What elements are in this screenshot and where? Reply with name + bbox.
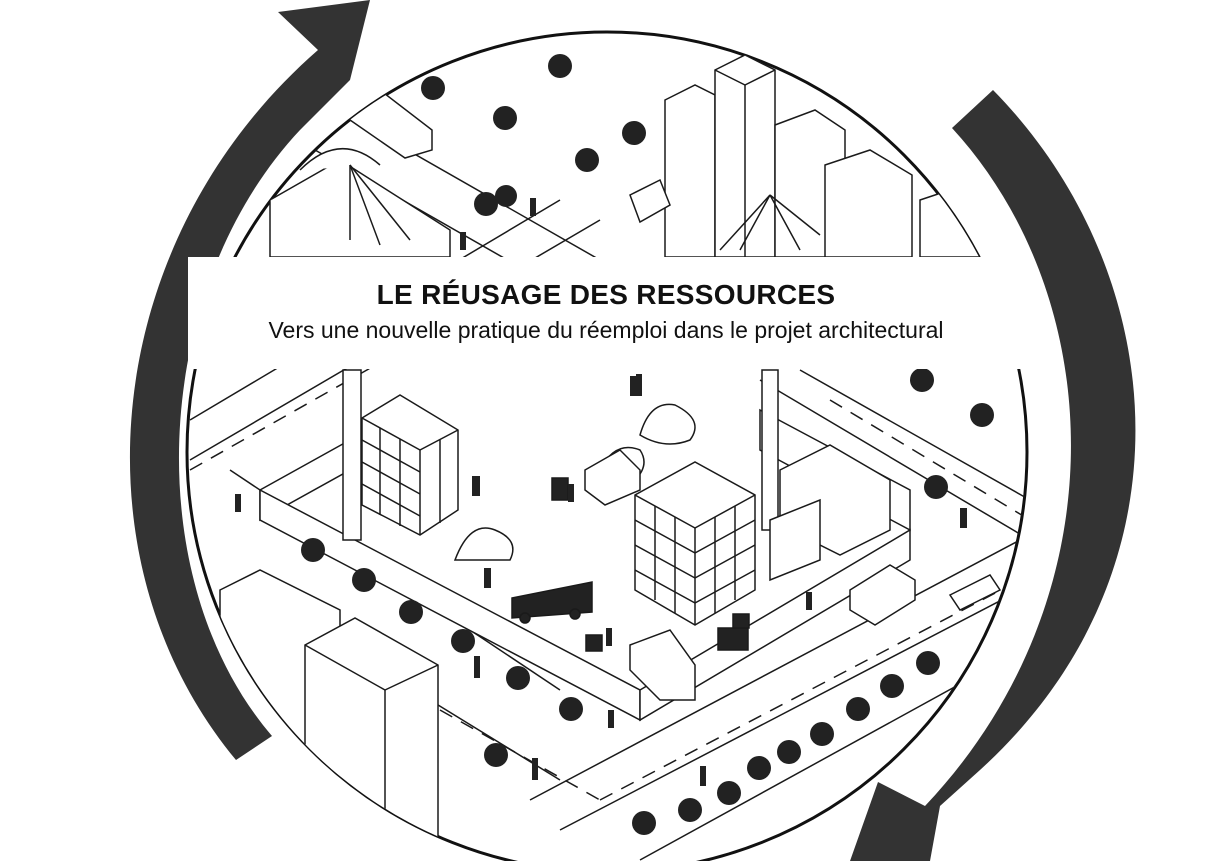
diagram-title: LE RÉUSAGE DES RESSOURCES (376, 279, 836, 310)
material-crates (551, 477, 750, 652)
people (235, 198, 967, 786)
blocks-right (769, 444, 891, 582)
crane-columns (342, 369, 779, 541)
title-band: LE RÉUSAGE DES RESSOURCES Vers une nouve… (188, 257, 1024, 369)
station-buildings (269, 89, 451, 258)
cycle-arrow-left-icon (129, 0, 370, 760)
trees (301, 54, 994, 835)
scaffold-frame-center (634, 461, 756, 626)
diagram-subtitle: Vers une nouvelle pratique du réemploi d… (268, 317, 944, 343)
vehicles (511, 178, 1002, 701)
scaffold-building-left (361, 394, 459, 536)
cycle-arrow-right-icon (850, 90, 1136, 861)
city-scene (185, 30, 1029, 861)
towers (664, 54, 981, 258)
